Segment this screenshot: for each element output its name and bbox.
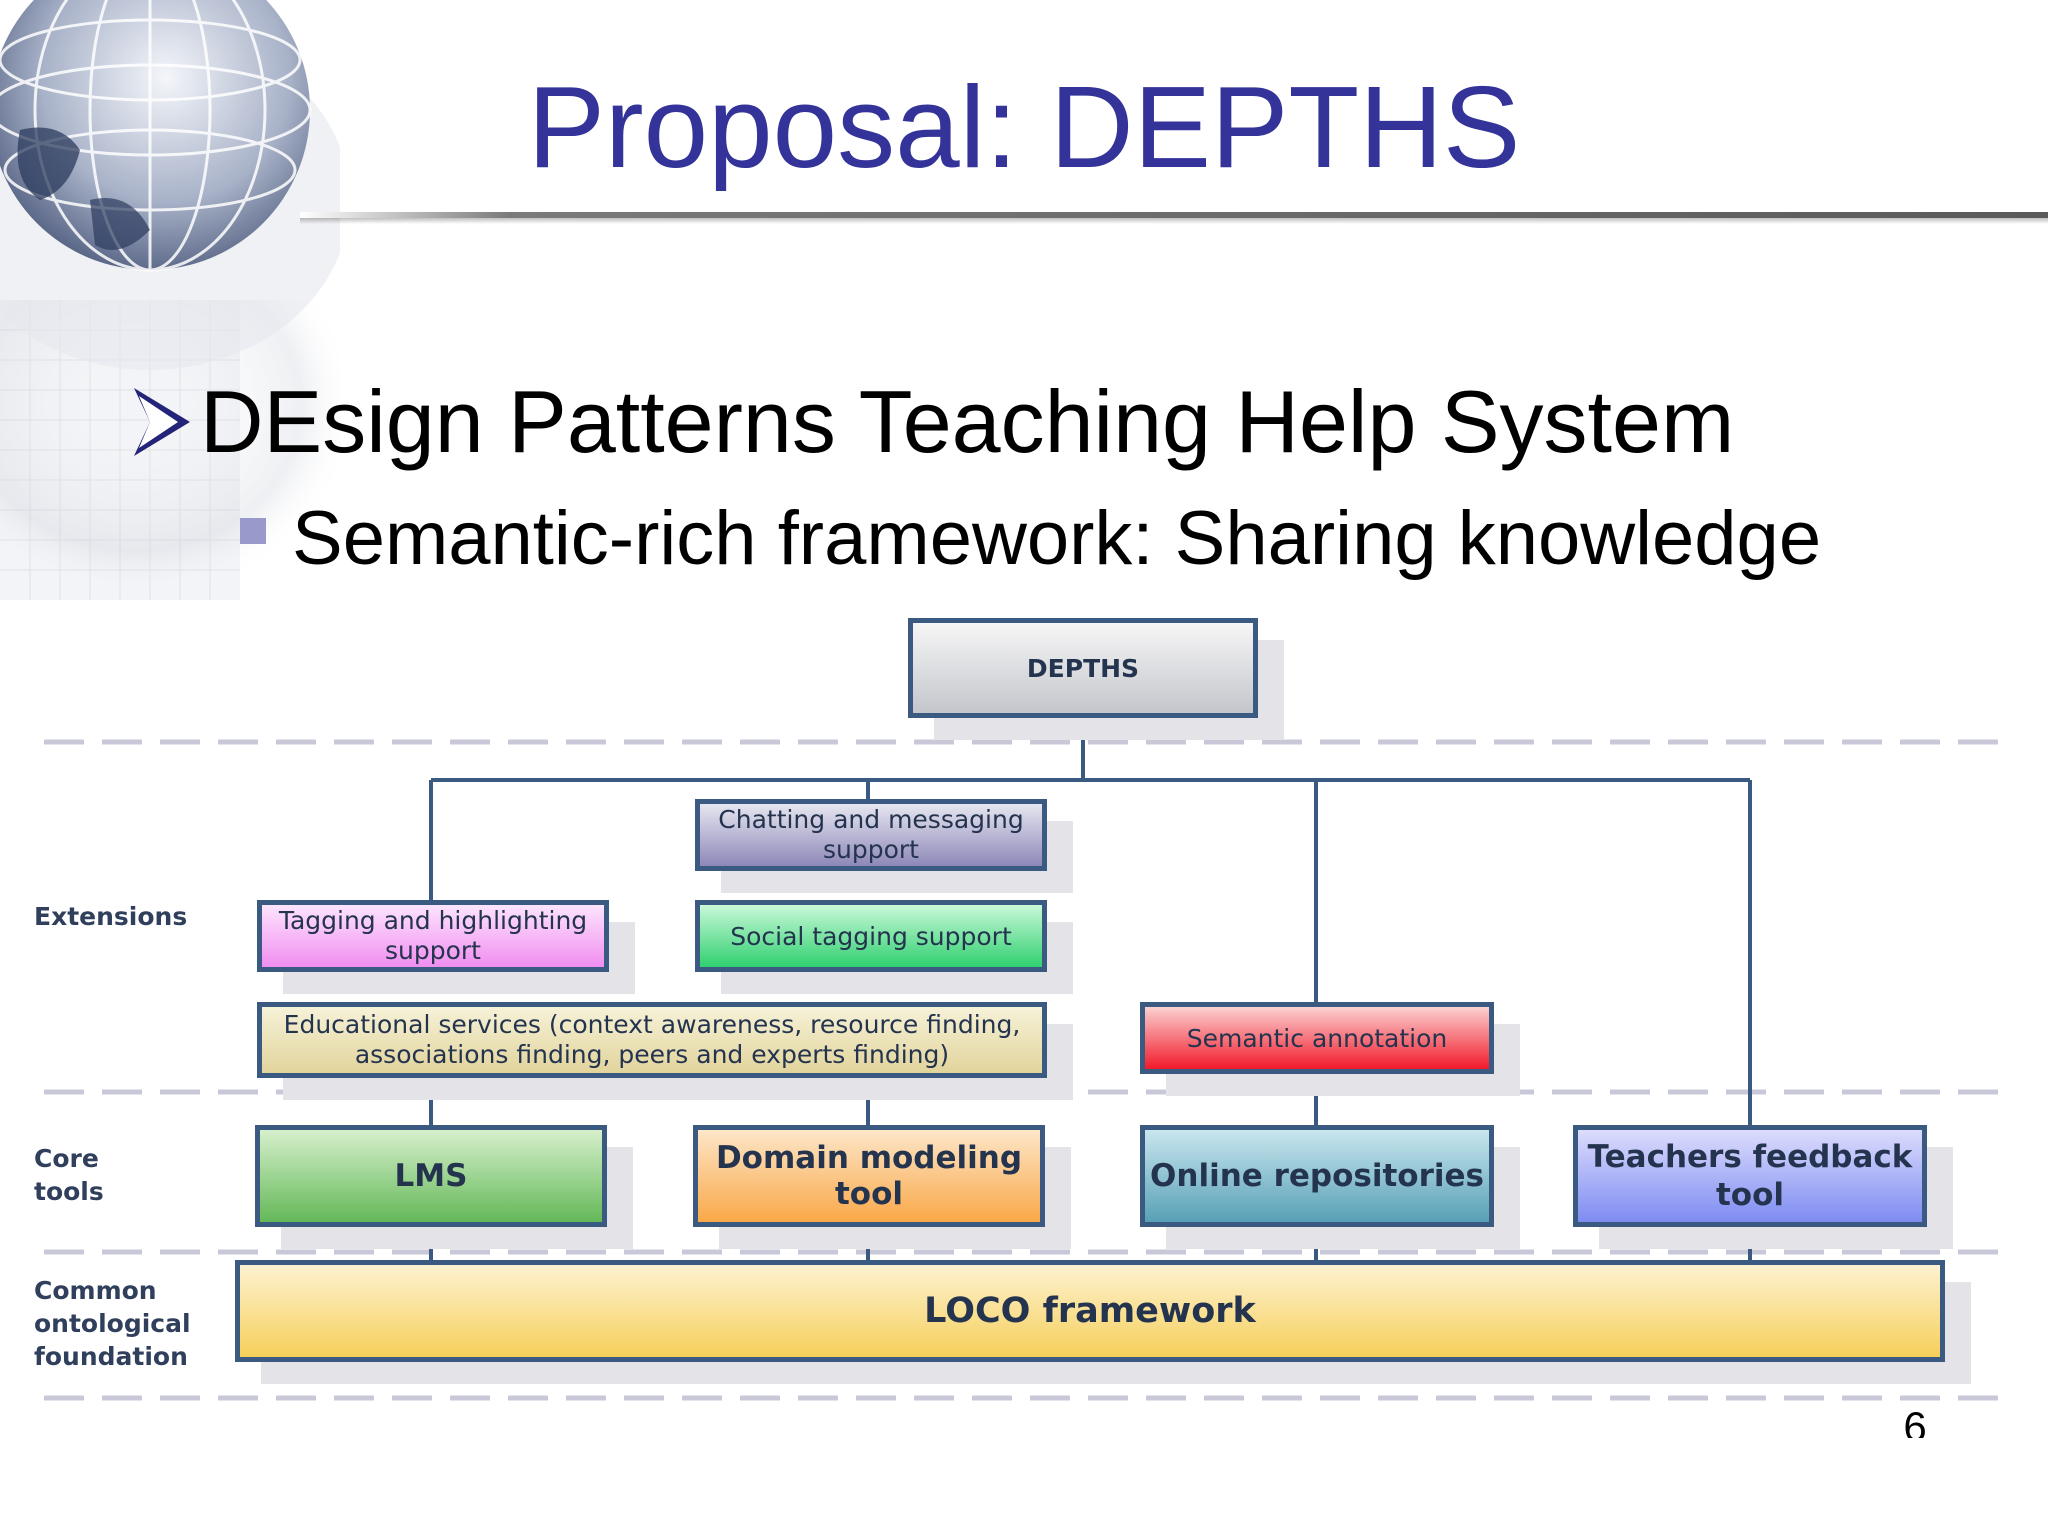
node-depths-label: DEPTHS (1026, 653, 1140, 683)
node-chatting-messaging: Chatting and messaging support (695, 799, 1047, 871)
node-domain-modeling-tool: Domain modeling tool (693, 1125, 1045, 1227)
node-chatting-line-1: Chatting and messaging (718, 805, 1024, 834)
slide-title: Proposal: DEPTHS (527, 62, 1521, 192)
node-lms-label: LMS (394, 1158, 468, 1194)
band-label-core-tools: Core tools (34, 1142, 104, 1208)
bullet-level-2-text: Semantic-rich framework: Sharing knowled… (292, 496, 1822, 581)
bullet-level-1-text: DEsign Patterns Teaching Help System (200, 372, 1735, 471)
band-label-foundation-line-3: foundation (34, 1342, 188, 1371)
globe-icon (0, 0, 340, 600)
node-teachers-feedback-line-2: tool (1715, 1177, 1785, 1213)
node-educational-line-1: Educational services (context awareness,… (283, 1010, 1021, 1039)
bullet-level-1: DEsign Patterns Teaching Help System (130, 372, 1734, 472)
node-lms: LMS (255, 1125, 607, 1227)
band-label-extensions: Extensions (34, 902, 188, 931)
node-social-tagging-label: Social tagging support (730, 921, 1012, 951)
node-social-tagging: Social tagging support (695, 900, 1047, 972)
band-label-foundation-line-1: Common (34, 1276, 157, 1305)
band-label-foundation: Common ontological foundation (34, 1274, 191, 1373)
node-educational-line-2: associations finding, peers and experts … (354, 1040, 950, 1069)
node-tagging-line-1: Tagging and highlighting (278, 906, 588, 935)
band-label-foundation-line-2: ontological (34, 1309, 191, 1338)
node-depths: DEPTHS (908, 618, 1258, 718)
band-label-core-line-2: tools (34, 1177, 104, 1206)
node-tagging-line-2: support (385, 936, 481, 965)
node-loco-framework: LOCO framework (235, 1260, 1945, 1362)
node-tagging-highlighting: Tagging and highlighting support (257, 900, 609, 972)
node-semantic-annotation-label: Semantic annotation (1186, 1023, 1448, 1053)
node-chatting-line-2: support (823, 835, 919, 864)
node-teachers-feedback-tool: Teachers feedback tool (1573, 1125, 1927, 1227)
node-educational-services: Educational services (context awareness,… (257, 1002, 1047, 1078)
page-number: 6 (1903, 1404, 1927, 1438)
bullet-level-2: Semantic-rich framework: Sharing knowled… (240, 494, 1821, 584)
node-semantic-annotation: Semantic annotation (1140, 1002, 1494, 1074)
title-rule (300, 212, 2048, 224)
node-online-repositories: Online repositories (1140, 1125, 1494, 1227)
node-domain-modeling-label: Domain modeling tool (715, 1140, 1023, 1212)
arrow-bullet-icon (134, 388, 190, 456)
node-loco-framework-label: LOCO framework (924, 1291, 1256, 1331)
node-teachers-feedback-line-1: Teachers feedback (1587, 1139, 1913, 1175)
node-online-repositories-label: Online repositories (1150, 1158, 1484, 1194)
band-label-core-line-1: Core (34, 1144, 99, 1173)
square-bullet-icon (240, 518, 266, 544)
